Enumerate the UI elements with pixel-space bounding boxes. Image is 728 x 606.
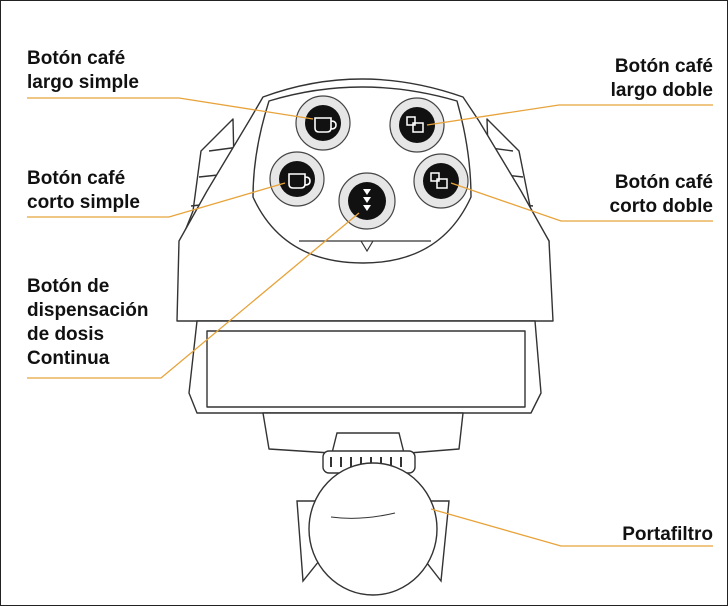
label-boton-cafe-corto-simple: Botón café corto simple bbox=[27, 168, 140, 213]
button-largo-simple bbox=[295, 95, 351, 151]
leader-line-dispensacion bbox=[27, 212, 360, 379]
leader-line-largo-simple bbox=[27, 97, 314, 120]
label-portafiltro: Portafiltro bbox=[622, 524, 713, 545]
button-corto-simple bbox=[269, 151, 325, 207]
leader-line-largo-doble bbox=[426, 104, 713, 126]
label-boton-cafe-corto-doble: Botón café corto doble bbox=[609, 172, 713, 217]
button-dispensacion-continua bbox=[338, 172, 396, 230]
button-largo-doble bbox=[389, 97, 445, 153]
label-boton-cafe-largo-simple: Botón café largo simple bbox=[27, 48, 139, 93]
leader-line-portafiltro bbox=[430, 508, 713, 547]
portafilter bbox=[296, 432, 450, 596]
button-corto-doble bbox=[413, 153, 469, 209]
leader-line-corto-doble bbox=[450, 182, 713, 222]
label-boton-cafe-largo-doble: Botón café largo doble bbox=[610, 56, 713, 101]
leader-line-corto-simple bbox=[27, 182, 286, 218]
label-boton-dispensacion-continua: Botón de dispensación de dosis Continua bbox=[27, 276, 149, 369]
lower-housing bbox=[188, 320, 542, 414]
